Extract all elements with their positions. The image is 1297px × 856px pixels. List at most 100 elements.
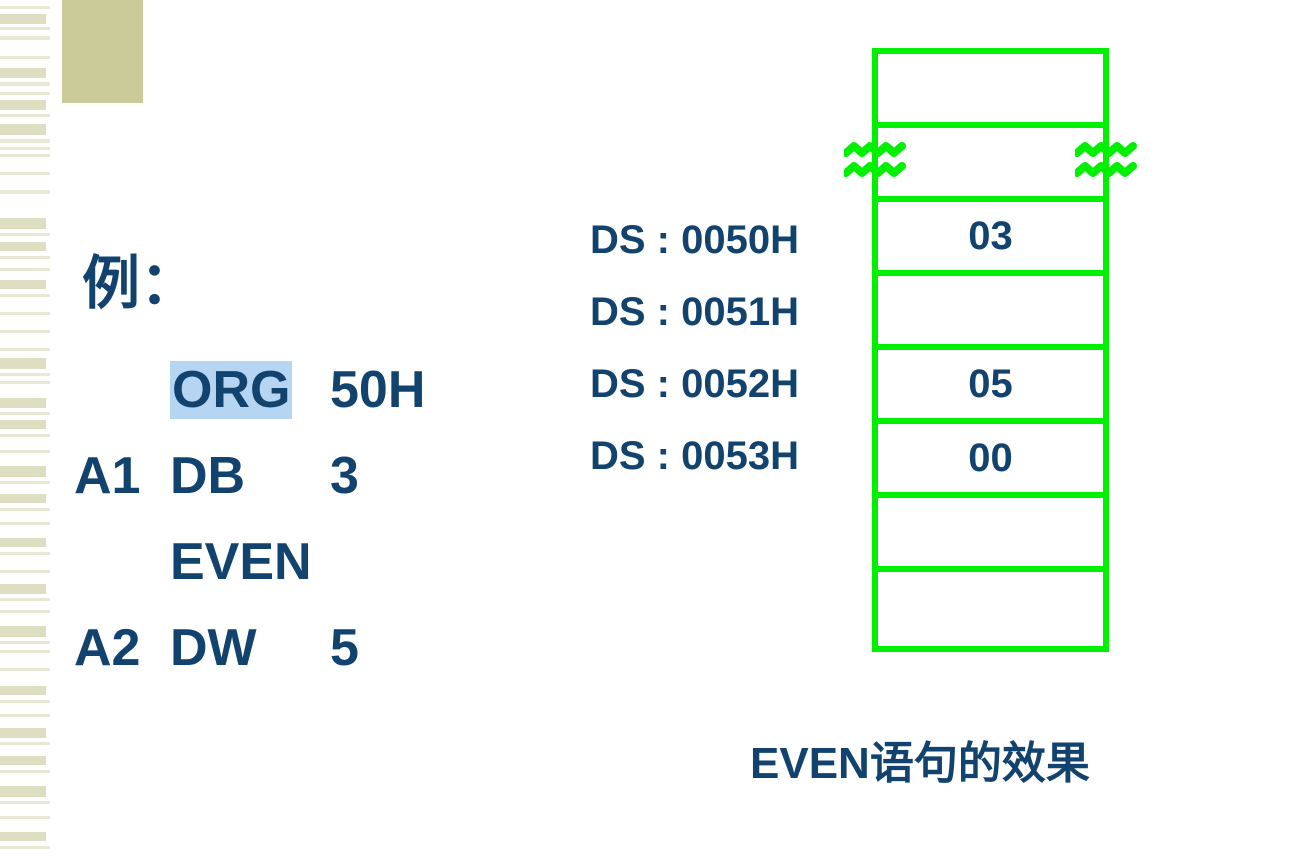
rail-stripe bbox=[0, 27, 50, 30]
rail-stripe bbox=[0, 801, 50, 804]
memory-address-label: DS : 0053H bbox=[590, 434, 799, 478]
rail-stripe bbox=[0, 373, 50, 376]
highlighted-mnemonic: ORG bbox=[170, 361, 293, 419]
memory-cell-row bbox=[878, 54, 1103, 128]
rail-stripe bbox=[0, 668, 50, 671]
rail-stripe bbox=[0, 756, 46, 765]
rail-stripe bbox=[0, 742, 50, 745]
rail-stripe bbox=[0, 154, 50, 157]
code-mnemonic: DB bbox=[170, 447, 246, 505]
rail-stripe bbox=[0, 494, 46, 503]
memory-address-label: DS : 0050H bbox=[590, 218, 799, 262]
rail-stripe bbox=[0, 626, 46, 637]
rail-stripe bbox=[0, 68, 46, 78]
rail-stripe bbox=[0, 190, 50, 194]
rail-stripe bbox=[0, 114, 50, 117]
code-line: ORG 50H bbox=[60, 347, 580, 433]
memory-cell-value: 00 bbox=[968, 436, 1013, 480]
code-operand: 50H bbox=[330, 361, 426, 419]
memory-cell-row bbox=[878, 276, 1103, 350]
rail-stripe bbox=[0, 481, 50, 484]
code-operand: 5 bbox=[330, 619, 359, 677]
rail-stripe bbox=[0, 124, 46, 135]
rail-stripe bbox=[0, 686, 46, 695]
memory-cell-row: 03 bbox=[878, 202, 1103, 276]
rail-stripe bbox=[0, 92, 50, 95]
rail-stripe bbox=[0, 641, 50, 644]
rail-stripe bbox=[0, 538, 46, 547]
rail-stripe bbox=[0, 412, 50, 415]
rail-stripe bbox=[0, 650, 50, 653]
rail-stripe bbox=[0, 358, 46, 369]
break-mark-icon bbox=[842, 137, 906, 187]
rail-stripe bbox=[0, 233, 50, 236]
code-operand: 3 bbox=[330, 447, 359, 505]
rail-stripe bbox=[0, 584, 46, 594]
rail-stripe bbox=[0, 846, 50, 849]
rail-stripe bbox=[0, 714, 50, 717]
rail-stripe bbox=[0, 570, 50, 573]
memory-cell-row bbox=[878, 498, 1103, 572]
rail-stripe bbox=[0, 466, 46, 477]
rail-stripe bbox=[0, 552, 50, 555]
rail-stripe bbox=[0, 348, 50, 351]
rail-stripe bbox=[0, 14, 46, 24]
rail-stripe bbox=[0, 100, 46, 110]
rail-stripe bbox=[0, 56, 50, 59]
rail-stripe bbox=[0, 508, 50, 511]
rail-stripe bbox=[0, 770, 50, 773]
code-mnemonic: DW bbox=[170, 619, 257, 677]
rail-stripe bbox=[0, 420, 46, 429]
rail-stripe bbox=[0, 6, 50, 9]
rail-stripe bbox=[0, 218, 46, 229]
code-line: EVEN bbox=[60, 519, 580, 605]
diagram-caption: EVEN语句的效果 bbox=[750, 739, 1090, 788]
memory-cell-row: 05 bbox=[878, 350, 1103, 424]
code-mnemonic: ORG bbox=[170, 347, 330, 433]
rail-stripe bbox=[0, 816, 50, 819]
rail-stripe bbox=[0, 700, 50, 703]
memory-cell-value: 05 bbox=[968, 362, 1013, 406]
rail-stripe bbox=[0, 330, 50, 333]
rail-stripe bbox=[0, 172, 50, 175]
memory-cell-row bbox=[878, 572, 1103, 646]
rail-stripe bbox=[0, 242, 46, 251]
rail-stripe bbox=[0, 36, 50, 40]
rail-stripe bbox=[0, 434, 50, 437]
memory-address-label: DS : 0051H bbox=[590, 290, 799, 334]
rail-stripe bbox=[0, 280, 46, 289]
rail-stripe bbox=[0, 598, 50, 601]
break-mark-icon bbox=[1073, 137, 1137, 187]
memory-cell-value: 03 bbox=[968, 214, 1013, 258]
rail-stripe bbox=[0, 139, 50, 143]
rail-stripe bbox=[0, 268, 50, 271]
rail-stripe bbox=[0, 312, 50, 315]
code-label: A1 bbox=[74, 447, 141, 505]
memory-diagram: DS : 0050H DS : 0051H DS : 0052H DS : 0053H… bbox=[590, 48, 1137, 688]
code-line: A1 DB 3 bbox=[60, 433, 580, 519]
rail-stripe bbox=[0, 82, 50, 86]
memory-address-label: DS : 0052H bbox=[590, 362, 799, 406]
rail-stripe bbox=[0, 610, 50, 613]
rail-stripe bbox=[0, 786, 46, 797]
memory-cell-table: 03 05 00 bbox=[842, 48, 1137, 652]
khaki-accent-block bbox=[62, 0, 143, 103]
rail-stripe bbox=[0, 832, 46, 841]
rail-stripe bbox=[0, 256, 50, 259]
rail-stripe bbox=[0, 294, 50, 297]
rail-stripe bbox=[0, 398, 46, 408]
code-label: A2 bbox=[74, 619, 141, 677]
rail-stripe bbox=[0, 381, 50, 384]
code-line: A2 DW 5 bbox=[60, 605, 580, 691]
memory-cell-row bbox=[842, 128, 1137, 202]
rail-stripe bbox=[0, 450, 50, 453]
code-mnemonic: EVEN bbox=[170, 533, 312, 591]
rail-stripe bbox=[0, 522, 50, 525]
rail-stripe bbox=[0, 728, 46, 738]
decorative-left-rail bbox=[0, 0, 58, 856]
example-heading: 例： bbox=[82, 251, 199, 316]
rail-stripe bbox=[0, 147, 50, 150]
